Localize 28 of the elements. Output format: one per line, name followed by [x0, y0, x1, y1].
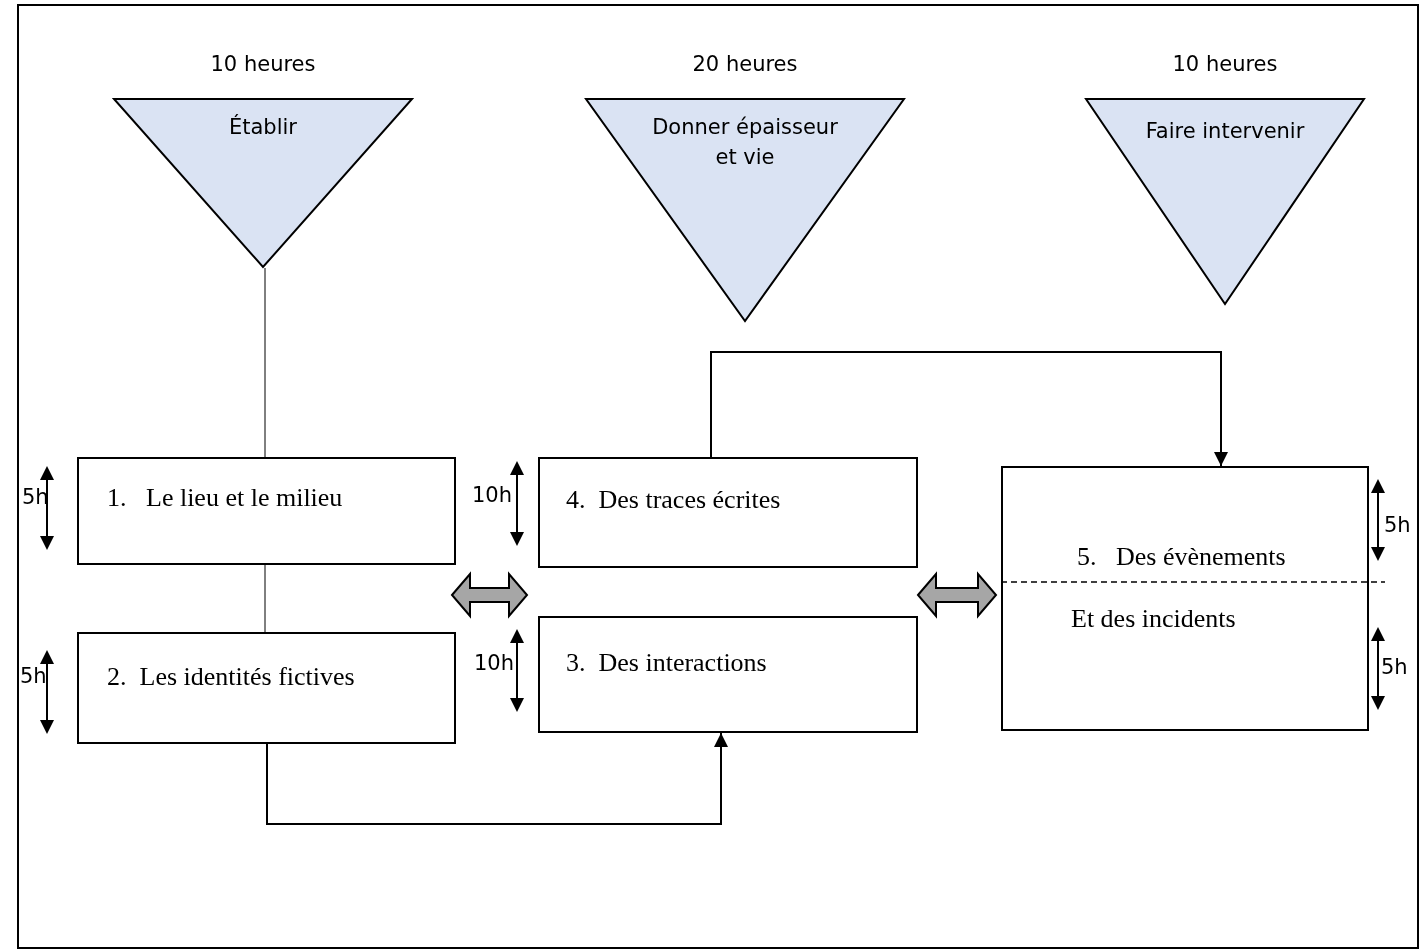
- duration-label: 10h: [472, 483, 513, 507]
- box-label: Et des incidents: [1071, 604, 1236, 634]
- box-label: 1. Le lieu et le milieu: [107, 483, 343, 513]
- duration-label: 5h: [1384, 513, 1411, 537]
- process-box: [538, 616, 918, 733]
- duration-label: 5h: [1381, 655, 1408, 679]
- arrow: [266, 732, 728, 825]
- process-box: [77, 632, 456, 744]
- process-box: [1001, 466, 1369, 731]
- box-label: 4. Des traces écrites: [566, 485, 781, 515]
- stage-label: Donner épaisseur et vie: [651, 114, 839, 172]
- connector-line: [264, 267, 266, 458]
- double-block-arrow: [916, 571, 998, 619]
- duration-label: 10h: [474, 651, 515, 675]
- process-box: [77, 457, 456, 565]
- box-label: 2. Les identités fictives: [107, 662, 355, 692]
- duration-label: 20 heures: [691, 52, 799, 76]
- process-box: [538, 457, 918, 568]
- arrow: [710, 351, 1228, 467]
- stage-label: Établir: [228, 113, 298, 141]
- duration-label: 10 heures: [1171, 52, 1279, 76]
- connector-line: [264, 564, 266, 633]
- stage-label: Faire intervenir: [1144, 118, 1306, 145]
- duration-label: 10 heures: [209, 52, 317, 76]
- box-label: 5. Des évènements: [1077, 542, 1286, 572]
- duration-label: 5h: [20, 664, 47, 688]
- box-label: 3. Des interactions: [566, 648, 767, 678]
- double-block-arrow: [450, 571, 529, 619]
